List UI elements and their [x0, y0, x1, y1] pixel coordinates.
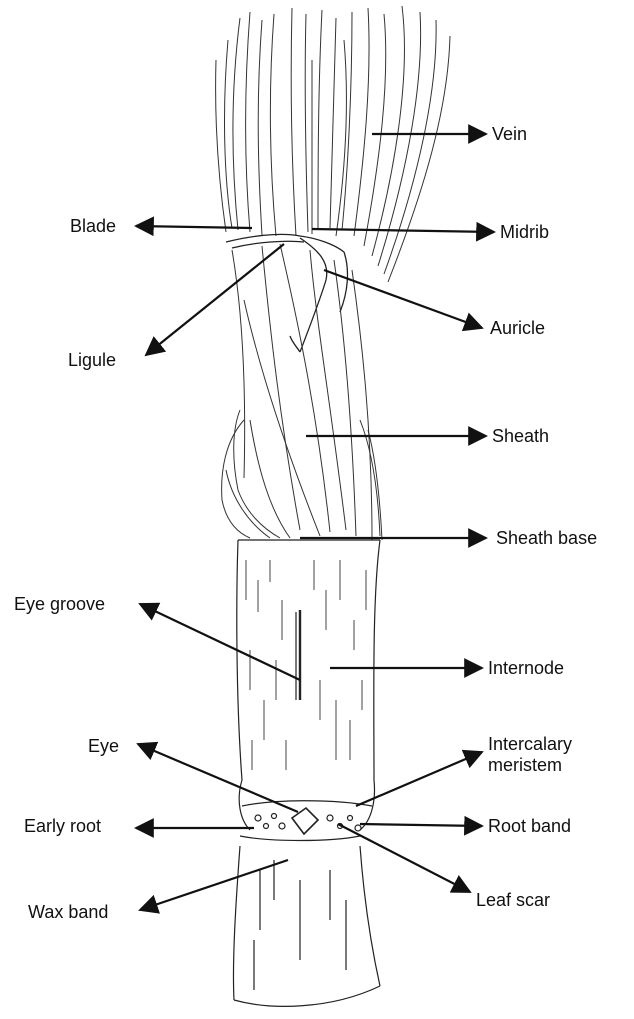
label-intercalary-meristem: Intercalary meristem	[488, 734, 598, 776]
label-ligule: Ligule	[68, 350, 116, 371]
leader-eye	[138, 744, 298, 812]
leader-midrib	[312, 229, 494, 232]
node-region	[240, 801, 372, 841]
label-eye: Eye	[88, 736, 119, 757]
leader-intercalary-meristem	[356, 752, 482, 806]
label-midrib: Midrib	[500, 222, 549, 243]
leader-ligule	[146, 244, 284, 355]
label-sheath-base: Sheath base	[496, 528, 597, 549]
label-vein: Vein	[492, 124, 527, 145]
leaf-blade	[216, 6, 450, 282]
label-internode: Internode	[488, 658, 564, 679]
leader-wax-band	[140, 860, 288, 910]
label-eye-groove: Eye groove	[14, 594, 105, 615]
label-early-root: Early root	[24, 816, 101, 837]
label-leaf-scar: Leaf scar	[476, 890, 550, 911]
leader-root-band	[360, 824, 482, 826]
leader-eye-groove	[140, 604, 300, 680]
internode-texture	[246, 560, 366, 770]
label-blade: Blade	[70, 216, 116, 237]
label-wax-band: Wax band	[28, 902, 108, 923]
label-sheath: Sheath	[492, 426, 549, 447]
leader-leaf-scar	[338, 824, 470, 892]
leader-auricle	[324, 270, 482, 328]
leaf-sheath	[222, 244, 382, 540]
label-root-band: Root band	[488, 816, 571, 837]
leader-blade	[136, 226, 252, 228]
collar-region	[226, 234, 347, 352]
label-auricle: Auricle	[490, 318, 545, 339]
